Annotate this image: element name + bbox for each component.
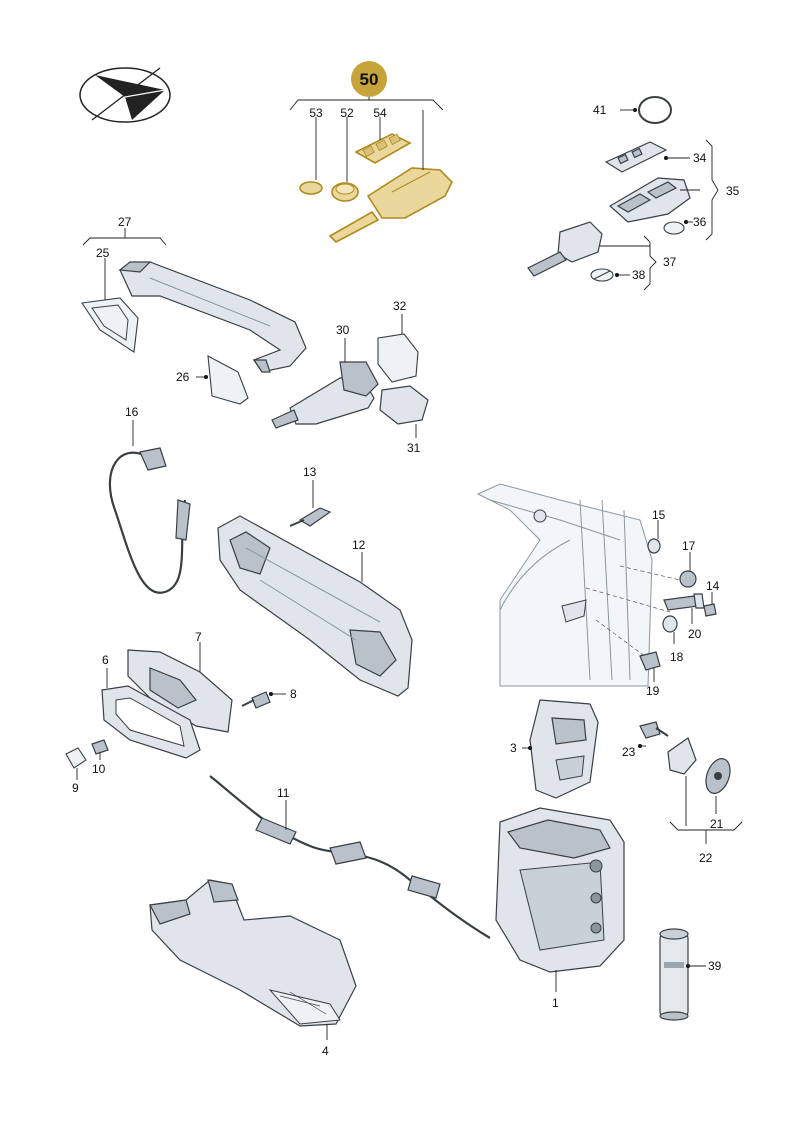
callout-4: 4: [322, 1044, 329, 1058]
callout-23: 23: [622, 745, 636, 759]
callout-27: 27: [118, 215, 132, 229]
callout-15: 15: [652, 508, 666, 522]
callout-31: 31: [407, 441, 421, 455]
callout-22: 22: [699, 851, 713, 865]
paper-plane-logo-icon: [79, 67, 171, 123]
callout-50: 50: [360, 70, 379, 89]
callout-25: 25: [96, 246, 110, 260]
callout-35: 35: [726, 184, 740, 198]
callout-9: 9: [72, 781, 79, 795]
callout-17: 17: [682, 539, 696, 553]
door-lock-group: 1: [495, 807, 625, 1010]
callout-1: 1: [552, 996, 559, 1010]
callout-19: 19: [646, 684, 660, 698]
callout-13: 13: [303, 465, 317, 479]
callout-52: 52: [340, 106, 354, 120]
carrier-group: 13 12: [217, 465, 413, 697]
callout-18: 18: [670, 650, 684, 664]
callout-41: 41: [593, 103, 607, 117]
callout-14: 14: [706, 579, 720, 593]
cable-11-group: 11: [209, 775, 491, 939]
callout-36: 36: [693, 215, 707, 229]
door-frame-group: [476, 483, 681, 687]
callout-3: 3: [510, 741, 517, 755]
striker-plate-group: 23 21 22: [622, 721, 743, 865]
grease-can-group: 39: [659, 928, 722, 1021]
spare-key-group: 41 34 36 35 37 38: [527, 96, 740, 291]
callout-53: 53: [309, 106, 323, 120]
callout-11: 11: [277, 786, 290, 800]
outer-handle-group: 27 25 26: [81, 215, 307, 405]
callout-16: 16: [125, 405, 139, 419]
callout-37: 37: [663, 255, 677, 269]
callout-12: 12: [352, 538, 366, 552]
cover-3-group: 3: [510, 699, 599, 799]
striker-group: 15 17 20 14 18 19: [639, 508, 720, 698]
callout-38: 38: [632, 268, 646, 282]
callout-6: 6: [102, 653, 109, 667]
callout-30: 30: [336, 323, 350, 337]
inner-handle-group: 7 8 6 10 9: [65, 630, 297, 795]
callout-10: 10: [92, 762, 106, 776]
cable-16-group: 16: [108, 405, 191, 594]
callout-26: 26: [176, 370, 190, 384]
callout-20: 20: [688, 627, 702, 641]
callout-8: 8: [290, 687, 297, 701]
callout-21: 21: [710, 817, 724, 831]
callout-34: 34: [693, 151, 707, 165]
key-set-group: 50 53 52 54: [289, 61, 453, 243]
callout-7: 7: [195, 630, 202, 644]
callout-39: 39: [708, 959, 722, 973]
lock-cylinder-group: 30 32 31: [271, 299, 429, 455]
highlight-badge: [351, 61, 387, 97]
callout-32: 32: [393, 299, 407, 313]
callout-54: 54: [373, 106, 387, 120]
housing-group: 4: [149, 879, 357, 1058]
